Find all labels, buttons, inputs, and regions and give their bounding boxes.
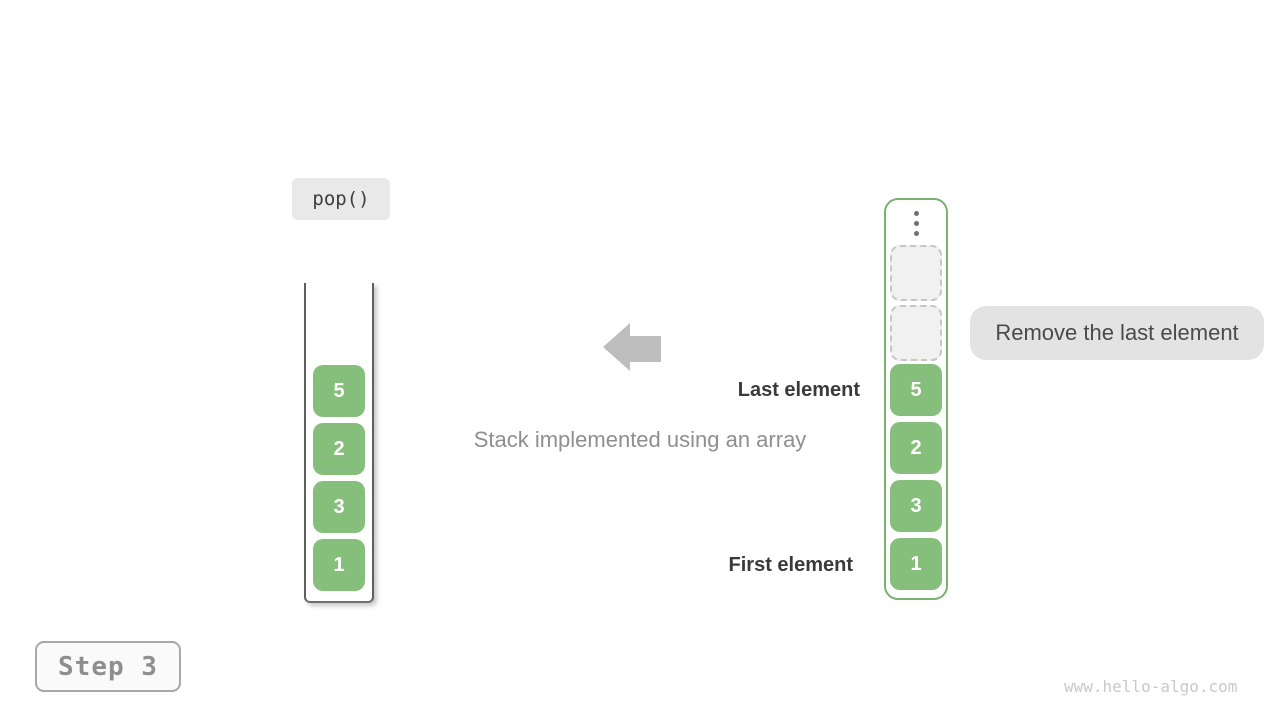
step-badge: Step 3	[35, 641, 181, 692]
array-container-right: 5 2 3 1	[884, 198, 948, 600]
remove-note-bubble: Remove the last element	[970, 306, 1264, 360]
site-watermark: www.hello-algo.com	[1064, 677, 1238, 696]
stack-cell: 5	[313, 365, 365, 417]
diagram-caption: Stack implemented using an array	[473, 427, 807, 452]
array-cell: 3	[890, 480, 942, 532]
array-cell: 1	[890, 538, 942, 590]
step-label: Step 3	[58, 651, 158, 682]
empty-array-slot	[890, 245, 942, 301]
arrow-left-icon	[603, 323, 661, 371]
array-cell: 2	[890, 422, 942, 474]
stack-cell: 3	[313, 481, 365, 533]
pop-operation-chip: pop()	[292, 178, 390, 220]
pop-operation-label: pop()	[312, 188, 370, 210]
last-element-label: Last element	[737, 379, 860, 401]
stack-container-left: 5 2 3 1	[304, 283, 374, 603]
stack-cell: 2	[313, 423, 365, 475]
stack-cell: 1	[313, 539, 365, 591]
remove-note-text: Remove the last element	[995, 320, 1239, 345]
ellipsis-icon	[913, 211, 919, 236]
first-element-label: First element	[728, 554, 853, 576]
empty-array-slot	[890, 305, 942, 361]
array-cell: 5	[890, 364, 942, 416]
